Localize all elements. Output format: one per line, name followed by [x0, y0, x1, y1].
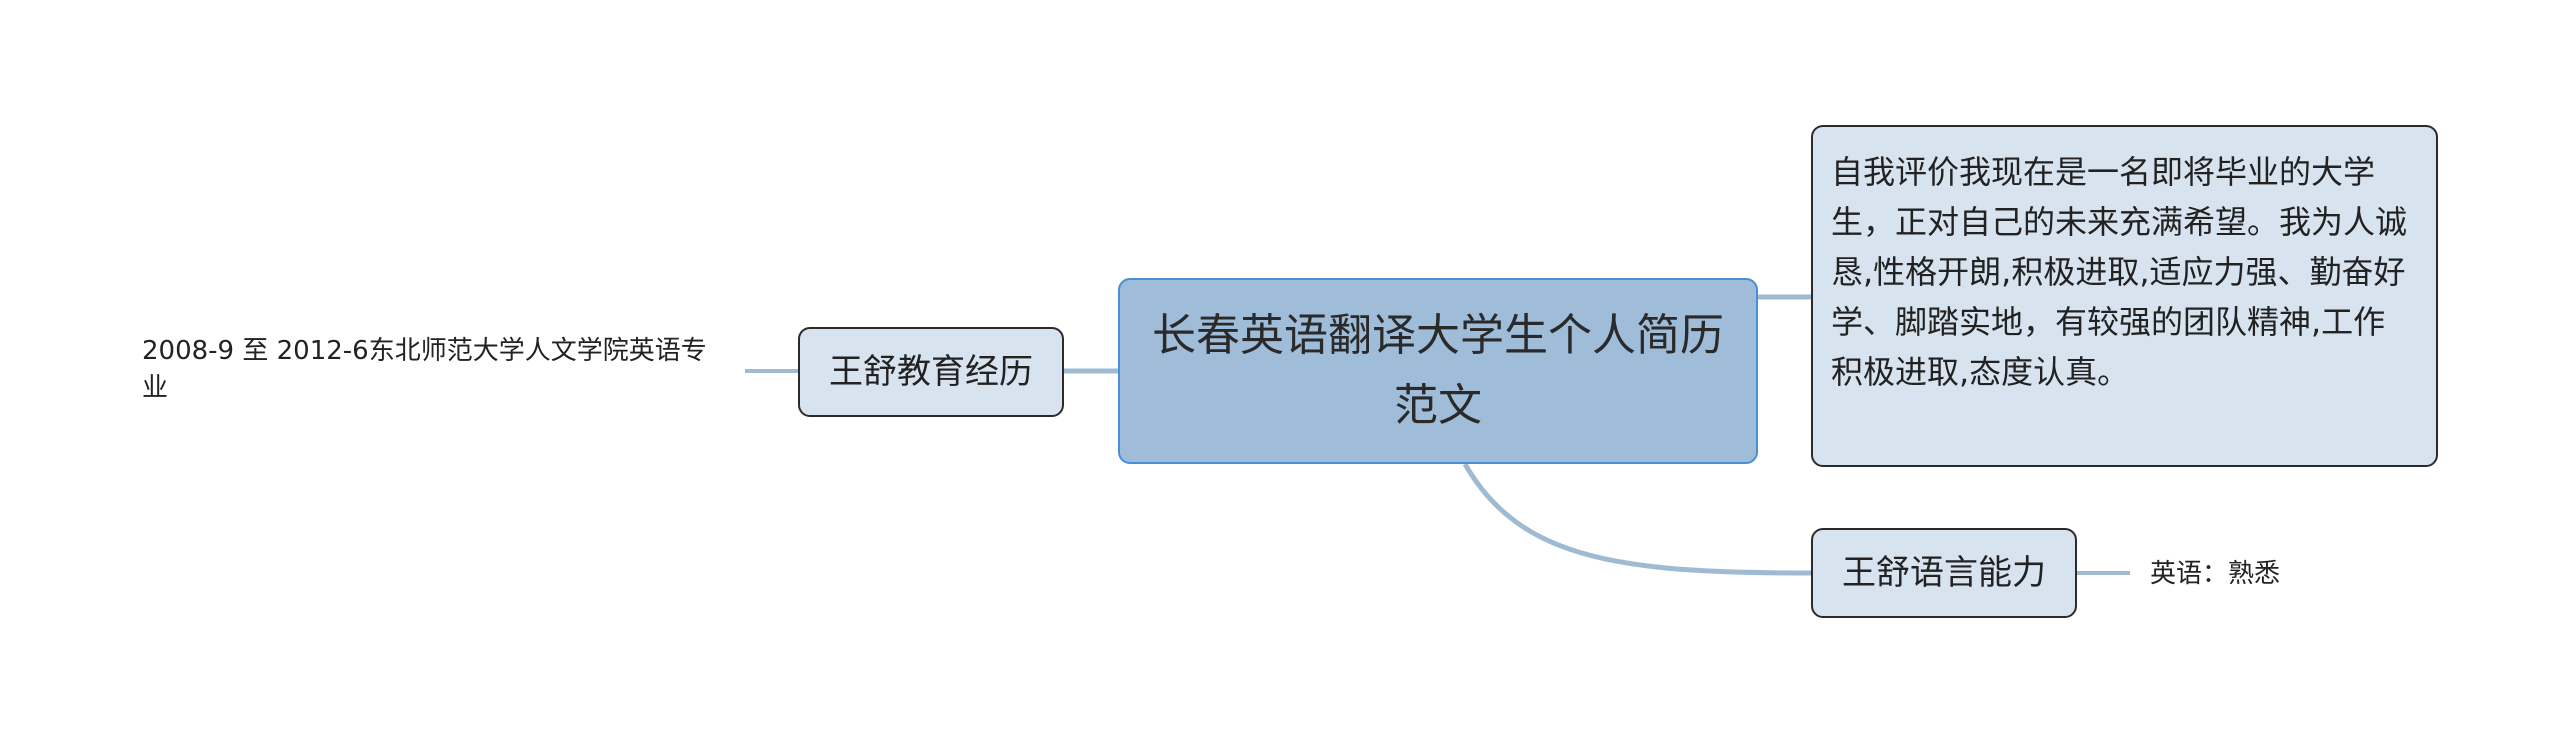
branch-education[interactable]: 王舒教育经历: [798, 327, 1064, 417]
branch-education-label: 王舒教育经历: [829, 352, 1033, 392]
branch-self-evaluation[interactable]: 自我评价我现在是一名即将毕业的大学生，正对自己的未来充满希望。我为人诚恳,性格开…: [1811, 125, 2438, 467]
self-evaluation-text: 自我评价我现在是一名即将毕业的大学生，正对自己的未来充满希望。我为人诚恳,性格开…: [1831, 153, 2408, 391]
connector-root-to-language: [1462, 462, 1812, 576]
root-topic[interactable]: 长春英语翻译大学生个人简历范文: [1118, 278, 1758, 464]
language-detail[interactable]: 英语：熟悉: [2150, 559, 2281, 589]
root-topic-title: 长春英语翻译大学生个人简历范文: [1152, 310, 1724, 431]
branch-language-label: 王舒语言能力: [1842, 553, 2046, 593]
education-detail[interactable]: 2008-9 至 2012-6东北师范大学人文学院英语专业: [142, 336, 707, 403]
branch-language[interactable]: 王舒语言能力: [1811, 528, 2077, 618]
